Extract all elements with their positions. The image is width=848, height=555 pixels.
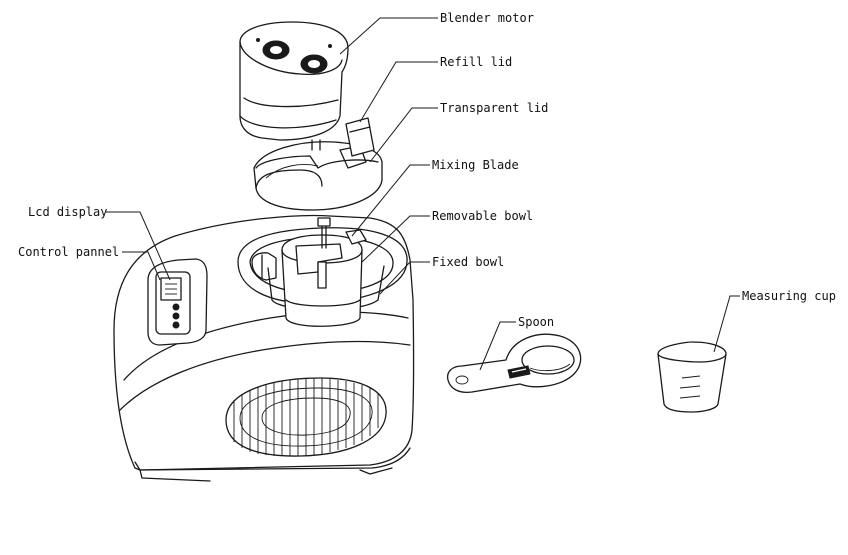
label-refill-lid: Refill lid bbox=[440, 55, 512, 69]
label-mixing-blade: Mixing Blade bbox=[432, 158, 519, 172]
label-control-pannel: Control pannel bbox=[18, 245, 119, 259]
spoon bbox=[448, 334, 581, 392]
measuring-cup bbox=[658, 342, 726, 412]
blender-motor bbox=[240, 22, 348, 150]
label-fixed-bowl: Fixed bowl bbox=[432, 255, 504, 269]
label-transparent-lid: Transparent lid bbox=[440, 101, 548, 115]
control-button-1 bbox=[173, 304, 179, 310]
label-blender-motor: Blender motor bbox=[440, 11, 534, 25]
label-lcd-display: Lcd display bbox=[28, 205, 107, 219]
label-removable-bowl: Removable bowl bbox=[432, 209, 533, 223]
label-measuring-cup: Measuring cup bbox=[742, 289, 836, 303]
control-button-2 bbox=[173, 313, 179, 319]
label-spoon: Spoon bbox=[518, 315, 554, 329]
control-button-3 bbox=[173, 322, 179, 328]
